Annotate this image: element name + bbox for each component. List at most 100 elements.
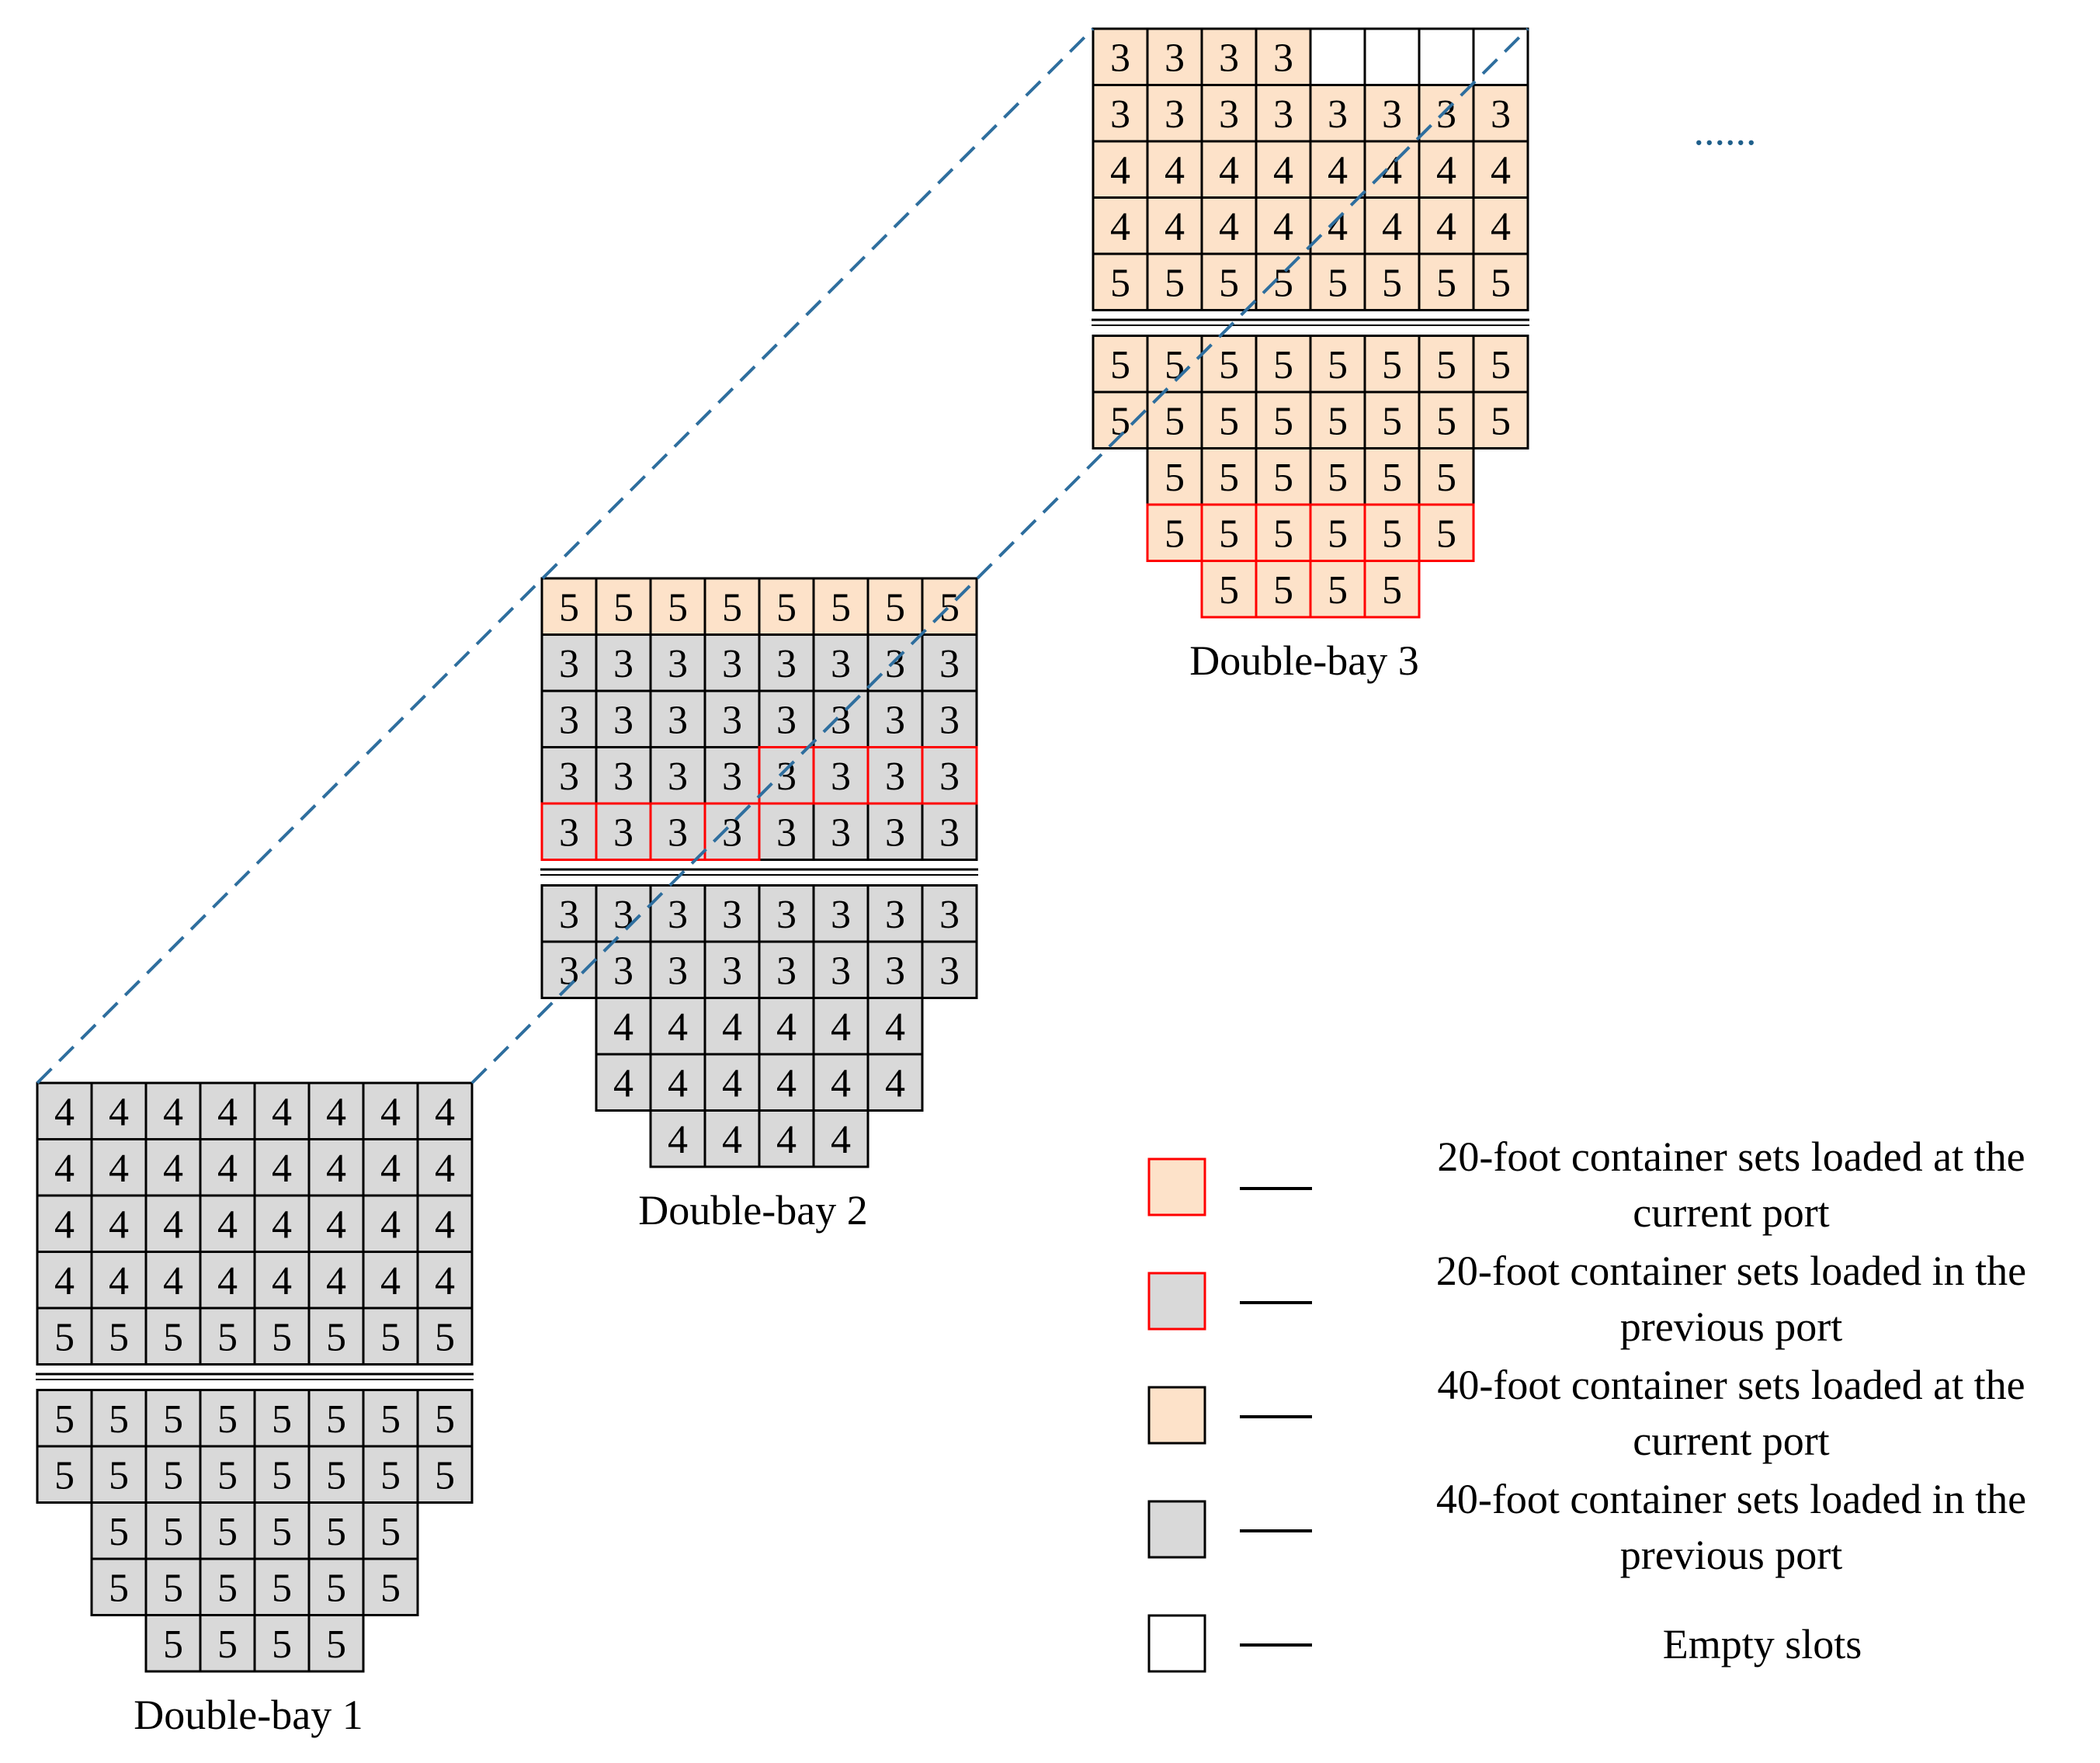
container-label: 4: [1491, 148, 1511, 193]
bay-1-deck-cell: [416, 1138, 474, 1197]
bay-2-deck-cell: [649, 689, 706, 748]
container-label: 5: [939, 585, 960, 630]
bay-2-hold-cell: [812, 1109, 870, 1168]
container-label: 3: [613, 755, 633, 799]
bay-3-hold-cell-red: [1200, 560, 1258, 619]
container-label: 3: [722, 949, 742, 993]
container-label: 3: [885, 810, 905, 855]
container-label: 5: [163, 1453, 183, 1498]
container-label: 3: [776, 698, 797, 742]
bay-1-deck-cell: [199, 1194, 256, 1253]
container-label: 5: [380, 1397, 401, 1442]
legend-label: Empty slots: [1663, 1621, 1862, 1668]
container-label: 5: [163, 1315, 183, 1359]
container-label: 4: [272, 1090, 292, 1134]
container-label: 3: [668, 893, 688, 937]
bay-3-deck-cell: [1472, 27, 1529, 86]
container-label: 4: [380, 1203, 401, 1247]
container-label: 5: [272, 1510, 292, 1554]
container-label: 4: [109, 1259, 129, 1303]
container-label: 4: [54, 1259, 75, 1303]
container-label: 5: [54, 1453, 75, 1498]
container-label: 4: [722, 1061, 742, 1105]
container-label: 5: [1328, 399, 1348, 443]
container-label: 5: [217, 1397, 238, 1442]
bay-2-hold-cell: [649, 1109, 706, 1168]
container-label: 5: [1273, 261, 1293, 305]
container-label: 5: [435, 1453, 455, 1498]
legend-label: current port: [1633, 1418, 1829, 1464]
bay-1-deck-cell: [253, 1251, 311, 1310]
container-label: 3: [1219, 36, 1239, 80]
container-label: 3: [613, 642, 633, 686]
legend-label: 20-foot container sets loaded at the: [1437, 1133, 2025, 1180]
container-label: 5: [435, 1397, 455, 1442]
container-label: 5: [272, 1622, 292, 1667]
container-label: 5: [272, 1453, 292, 1498]
bay-1-deck-cell: [307, 1194, 365, 1253]
container-label: 4: [109, 1203, 129, 1247]
bay-1-hold-cell: [253, 1389, 311, 1448]
container-label: 4: [831, 1005, 851, 1050]
container-label: 4: [1382, 205, 1402, 249]
container-label: 3: [668, 642, 688, 686]
container-label: 4: [1273, 148, 1293, 193]
container-label: 5: [326, 1510, 346, 1554]
container-label: 4: [272, 1203, 292, 1247]
bay-2-hold-cell: [866, 940, 924, 999]
bay-caption: Double-bay 3: [1189, 637, 1418, 684]
bay-2-deck-cell: [595, 633, 652, 692]
bay-2-hold-cell: [758, 997, 815, 1056]
container-label: 5: [1328, 343, 1348, 387]
bay-2-hold-cell: [703, 940, 761, 999]
container-label: 4: [163, 1259, 183, 1303]
container-label: 5: [1491, 399, 1511, 443]
container-label: 3: [885, 755, 905, 799]
continuation-ellipsis: ......: [1694, 107, 1757, 154]
container-label: 3: [722, 698, 742, 742]
bay-1-hold-cell: [362, 1445, 419, 1504]
bay-1-deck-cell: [307, 1081, 365, 1140]
bay-3-deck-cell: [1309, 27, 1366, 86]
container-label: 5: [163, 1566, 183, 1610]
bay-1-deck-cell: [253, 1194, 311, 1253]
container-label: 5: [217, 1566, 238, 1610]
container-label: 4: [163, 1090, 183, 1134]
bay-3-hold-cell-red: [1255, 503, 1312, 562]
container-label: 3: [722, 893, 742, 937]
container-label: 3: [1110, 36, 1130, 80]
container-label: 3: [831, 810, 851, 855]
container-label: 5: [1165, 456, 1185, 500]
container-label: 3: [939, 642, 960, 686]
bay-1-deck-cell: [199, 1138, 256, 1197]
bay-3-deck-cell: [1146, 252, 1203, 311]
container-label: 4: [722, 1005, 742, 1050]
container-label: 4: [1328, 148, 1348, 193]
bay-1-deck-cell: [144, 1307, 202, 1366]
bay-2-hold-cell: [540, 884, 598, 943]
bay-3-hold-cell-red: [1363, 560, 1421, 619]
bay-3-deck-cell: [1472, 252, 1529, 311]
bay-2-deck-cell: [649, 577, 706, 636]
container-label: 4: [217, 1090, 238, 1134]
container-label: 5: [1219, 261, 1239, 305]
bay-2-hold-cell: [866, 1053, 924, 1112]
bay-1-hold-cell: [307, 1389, 365, 1448]
bay-1-deck-cell: [416, 1081, 474, 1140]
container-label: 5: [1328, 512, 1348, 556]
bay-3-hold-cell: [1200, 390, 1258, 449]
legend-swatch: [1147, 1386, 1206, 1445]
container-label: 5: [1436, 261, 1456, 305]
container-label: 3: [776, 642, 797, 686]
container-label: 5: [163, 1397, 183, 1442]
bay-1-hold-cell: [144, 1614, 202, 1673]
legend-label: previous port: [1620, 1532, 1842, 1578]
container-label: 4: [326, 1203, 346, 1247]
bay-1-deck-cell: [307, 1138, 365, 1197]
bay-1-hold-cell: [36, 1445, 93, 1504]
container-label: 5: [109, 1566, 129, 1610]
bay-1-deck-cell: [36, 1194, 93, 1253]
bay-1-hold-cell: [416, 1445, 474, 1504]
bay-1-deck-cell: [416, 1194, 474, 1253]
container-label: 3: [668, 949, 688, 993]
